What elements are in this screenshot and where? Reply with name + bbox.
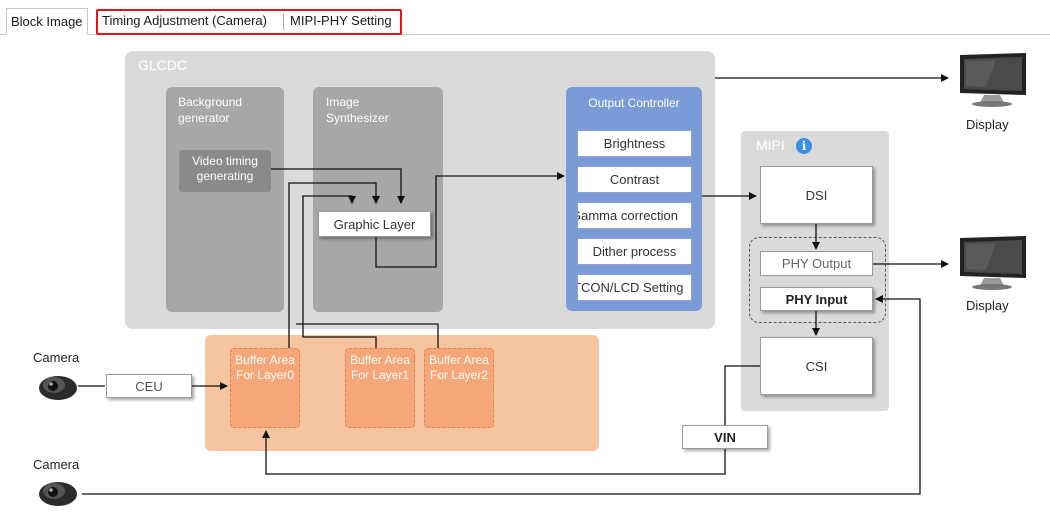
phy-output-box[interactable]: PHY Output xyxy=(760,251,873,276)
tab-separator xyxy=(283,14,284,30)
image-synthesizer-label: Image Synthesizer xyxy=(326,95,389,125)
graphic-layer-box[interactable]: Graphic Layer xyxy=(318,211,431,237)
glcdc-title: GLCDC xyxy=(138,57,188,73)
buffer-layer1-box[interactable]: Buffer Area For Layer1 xyxy=(345,348,415,428)
monitor-icon xyxy=(960,53,1026,107)
contrast-box[interactable]: Contrast xyxy=(577,166,692,193)
camera-label-2: Camera xyxy=(33,457,80,472)
buffer-layer2-box[interactable]: Buffer Area For Layer2 xyxy=(424,348,494,428)
tab-bar: Block Image Timing Adjustment (Camera) M… xyxy=(0,8,1050,35)
tab-block-image[interactable]: Block Image xyxy=(6,8,88,35)
tab-mipi-phy-setting[interactable]: MIPI-PHY Setting xyxy=(290,13,392,28)
dither-process-box[interactable]: Dither process xyxy=(577,238,692,265)
monitor-icon xyxy=(960,236,1026,290)
camera2-to-phy-line xyxy=(82,295,921,495)
phy-input-box[interactable]: PHY Input xyxy=(760,287,873,311)
vin-box[interactable]: VIN xyxy=(682,425,768,449)
graphic-to-output-line xyxy=(375,172,565,268)
output-controller-title: Output Controller xyxy=(588,96,680,110)
tcon-lcd-setting-box[interactable]: TCON/LCD Setting xyxy=(577,274,692,301)
ceu-box[interactable]: CEU xyxy=(106,374,192,398)
display-label-1: Display xyxy=(966,117,1009,132)
buffer2-line xyxy=(296,323,439,348)
csi-to-vin-line xyxy=(724,365,760,425)
video-timing-generating-box[interactable]: Video timing generating xyxy=(179,150,271,192)
tab-timing-adjustment-camera[interactable]: Timing Adjustment (Camera) xyxy=(102,13,267,28)
camera-icon xyxy=(39,376,77,400)
dsi-box[interactable]: DSI xyxy=(760,166,873,224)
camera-icon xyxy=(39,482,77,506)
phy-group xyxy=(749,237,886,323)
gamma-correction-label: Gamma correction xyxy=(577,208,678,223)
buffer1-to-graphic-line xyxy=(302,195,377,348)
buffer0-to-graphic-line xyxy=(288,182,380,348)
camera-label-1: Camera xyxy=(33,350,80,365)
buffer-layer0-box[interactable]: Buffer Area For Layer0 xyxy=(230,348,300,428)
mipi-title: MIPI xyxy=(756,137,785,153)
background-generator-label: Background generator xyxy=(178,95,243,125)
gamma-correction-box[interactable]: Gamma correction xyxy=(577,202,692,229)
display-label-2: Display xyxy=(966,298,1009,313)
brightness-box[interactable]: Brightness xyxy=(577,130,692,157)
background-generator-block xyxy=(166,87,284,312)
video-timing-to-graphic-line xyxy=(271,168,405,204)
output-controller-block xyxy=(566,87,702,311)
info-icon[interactable]: i xyxy=(796,138,812,154)
tcon-lcd-setting-label: TCON/LCD Setting xyxy=(577,280,684,295)
csi-box[interactable]: CSI xyxy=(760,337,873,395)
vin-to-buffer-line xyxy=(262,430,726,475)
